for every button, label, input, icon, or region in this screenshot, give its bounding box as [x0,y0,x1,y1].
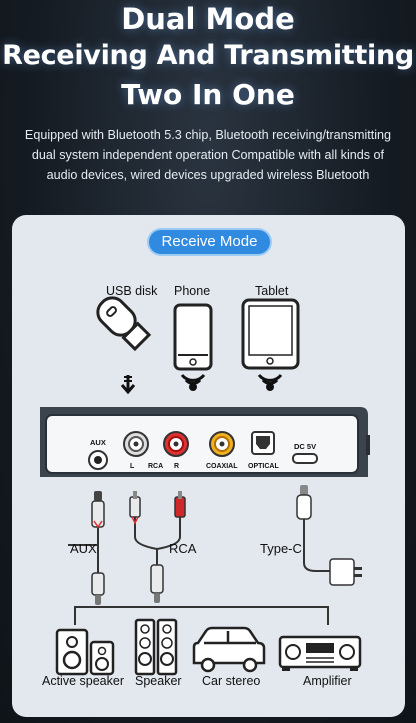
usb-disk-label: USB disk [106,284,158,298]
output-bracket [74,606,329,625]
speaker-label: Speaker [135,674,182,688]
rca-plug-icon [129,491,186,603]
description-line-1: Equipped with Bluetooth 5.3 chip, Blueto… [24,128,392,142]
car-icon [192,626,266,673]
optical-port-label: OPTICAL [248,463,279,470]
headline-line-3: Two In One [121,78,295,111]
rca-port-label: RCA [148,463,164,470]
rca-right-label: R [174,463,180,470]
amplifier-label: Amplifier [303,674,352,688]
car-stereo-label: Car stereo [202,674,261,688]
active-speaker-label: Active speaker [42,674,124,688]
type-c-cable-label: Type-C [260,541,302,556]
dc-port-label: DC 5V [294,442,317,451]
aux-port-label: AUX [90,438,106,447]
receive-mode-button[interactable]: Receive Mode [149,230,270,254]
rca-left-label: L [130,463,135,470]
rca-cable-label: RCA [169,541,197,556]
tablet-icon [241,298,300,391]
diagram-graphics [40,296,370,676]
description: Equipped with Bluetooth 5.3 chip, Blueto… [4,125,412,185]
aux-cable-label: AUX [70,541,97,556]
description-line-2: dual system independent operation Compat… [31,148,385,162]
phone-icon [173,303,213,391]
usb-disk-icon [96,296,152,395]
coaxial-port-label: COAXIAL [206,463,238,470]
wireless-signal-icon [180,373,206,391]
connection-diagram: Receive Mode USB disk Phone Tablet AUX L… [12,215,405,717]
tablet-label: Tablet [255,284,289,298]
description-line-3: audio devices, wired devices upgraded wi… [46,168,370,182]
receiver-device [40,407,370,477]
speaker-icon [134,618,178,676]
aux-plug-icon [91,491,105,605]
amplifier-icon [278,635,362,671]
headline-line-2: Receiving And Transmitting [2,40,414,71]
type-c-cable-icon [296,485,362,586]
headline-line-1: Dual Mode [121,2,295,36]
active-speaker-icon [55,628,115,676]
wireless-signal-icon [257,373,283,391]
phone-label: Phone [174,284,211,298]
